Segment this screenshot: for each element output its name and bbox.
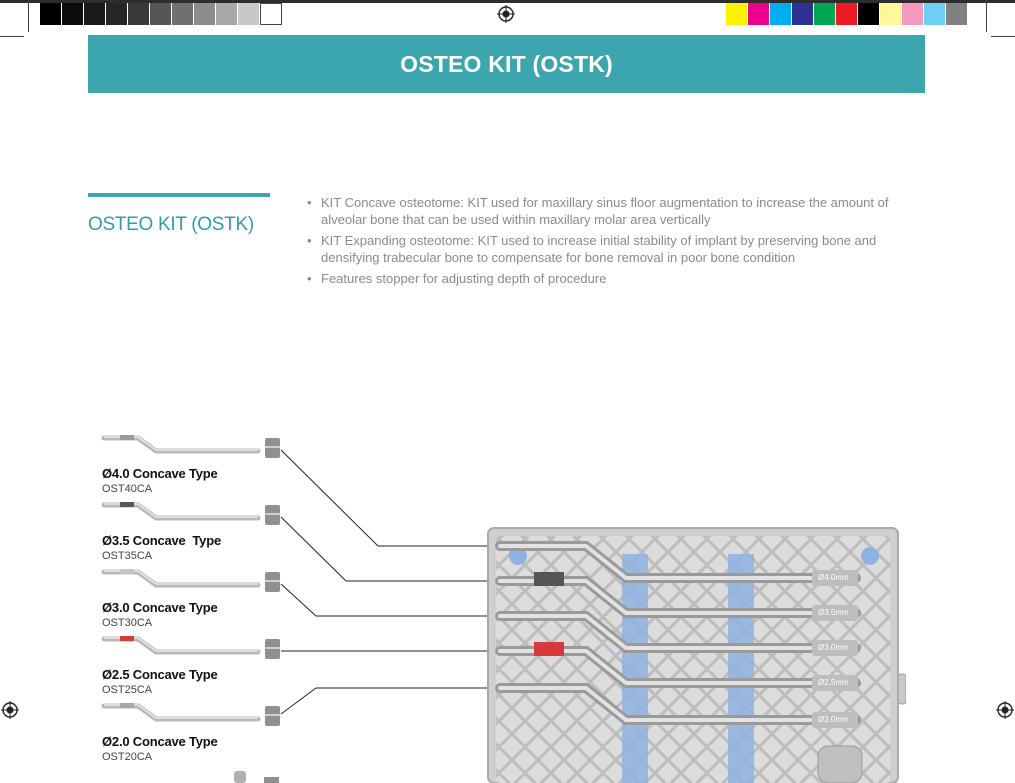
color-swatch (216, 3, 238, 25)
osteo-kit-tray: Ø4.0mm Ø3.5mm Ø3.0mm Ø2.5mm Ø2.0mm (486, 526, 907, 783)
color-swatch (858, 3, 880, 25)
osteotome-icon (101, 502, 280, 525)
color-swatch (836, 3, 858, 25)
instrument-item: Ø2.0 Concave Type OST20CA (100, 700, 285, 764)
top-print-rule (0, 0, 1015, 3)
osteotome-handle-icon (234, 771, 279, 783)
instrument-code: OST35CA (102, 550, 153, 562)
instrument-name: Ø3.5 Concave Type (102, 533, 221, 548)
color-swatch (770, 3, 792, 25)
banner-title: OSTEO KIT (OSTK) (400, 50, 613, 77)
color-swatch (946, 3, 968, 25)
tray-size-label: Ø3.5mm (818, 608, 849, 617)
color-swatch (238, 3, 260, 25)
tray-size-label: Ø2.0mm (818, 715, 849, 724)
feature-bullet: KIT Expanding osteotome: KIT used to inc… (307, 232, 927, 266)
instrument-name: Ø2.0 Concave Type (102, 734, 218, 749)
osteotome-icon (101, 703, 280, 726)
instrument-item: Ø3.5 Concave Type OST35CA (100, 499, 285, 563)
color-swatch (260, 3, 282, 25)
feature-bullet: KIT Concave osteotome: KIT used for maxi… (307, 194, 927, 228)
feature-list: KIT Concave osteotome: KIT used for maxi… (307, 194, 927, 291)
title-banner: OSTEO KIT (OSTK) (88, 35, 925, 93)
trim-mark-left-h (0, 36, 24, 37)
tray-size-label: Ø2.5mm (818, 678, 849, 687)
instrument-item: Ø4.0 Concave Type OST40CA (100, 432, 285, 496)
instrument-code: OST20CA (102, 751, 153, 763)
osteotome-icon (101, 569, 280, 592)
osteotome-icon (101, 636, 280, 659)
section-accent-rule (88, 193, 270, 197)
tray-size-label: Ø3.0mm (818, 643, 849, 652)
color-swatch (726, 3, 748, 25)
instrument-item: Ø3.0 Concave Type OST30CA (100, 566, 285, 630)
trim-mark-right-v (986, 0, 987, 32)
tray-size-label: Ø4.0mm (818, 573, 849, 582)
instrument-name: Ø3.0 Concave Type (102, 600, 218, 615)
section-title: OSTEO KIT (OSTK) (88, 214, 254, 235)
color-swatch (84, 3, 106, 25)
color-swatch (62, 3, 84, 25)
color-swatch (106, 3, 128, 25)
registration-mark-icon (996, 701, 1014, 719)
registration-mark-icon (497, 5, 515, 23)
color-swatch (792, 3, 814, 25)
color-swatch (172, 3, 194, 25)
color-swatch (40, 3, 62, 25)
color-bar-strip (726, 3, 968, 25)
instrument-code: OST25CA (102, 684, 153, 696)
color-swatch (814, 3, 836, 25)
kit-tray-icon (487, 527, 907, 783)
instrument-code: OST30CA (102, 617, 153, 629)
trim-mark-left-v (28, 0, 29, 32)
color-swatch (902, 3, 924, 25)
color-swatch (748, 3, 770, 25)
color-swatch (194, 3, 216, 25)
color-swatch (880, 3, 902, 25)
osteotome-icon (101, 435, 280, 458)
registration-mark-icon (1, 701, 19, 719)
color-swatch (924, 3, 946, 25)
color-swatch (128, 3, 150, 25)
instrument-item: Ø2.5 Concave Type OST25CA (100, 633, 285, 697)
color-swatch (150, 3, 172, 25)
instrument-name: Ø2.5 Concave Type (102, 667, 218, 682)
feature-bullet: Features stopper for adjusting depth of … (307, 270, 927, 287)
gray-ramp-strip (40, 3, 282, 25)
instrument-code: OST40CA (102, 483, 153, 495)
trim-mark-right-h (991, 36, 1015, 37)
instrument-name: Ø4.0 Concave Type (102, 466, 218, 481)
